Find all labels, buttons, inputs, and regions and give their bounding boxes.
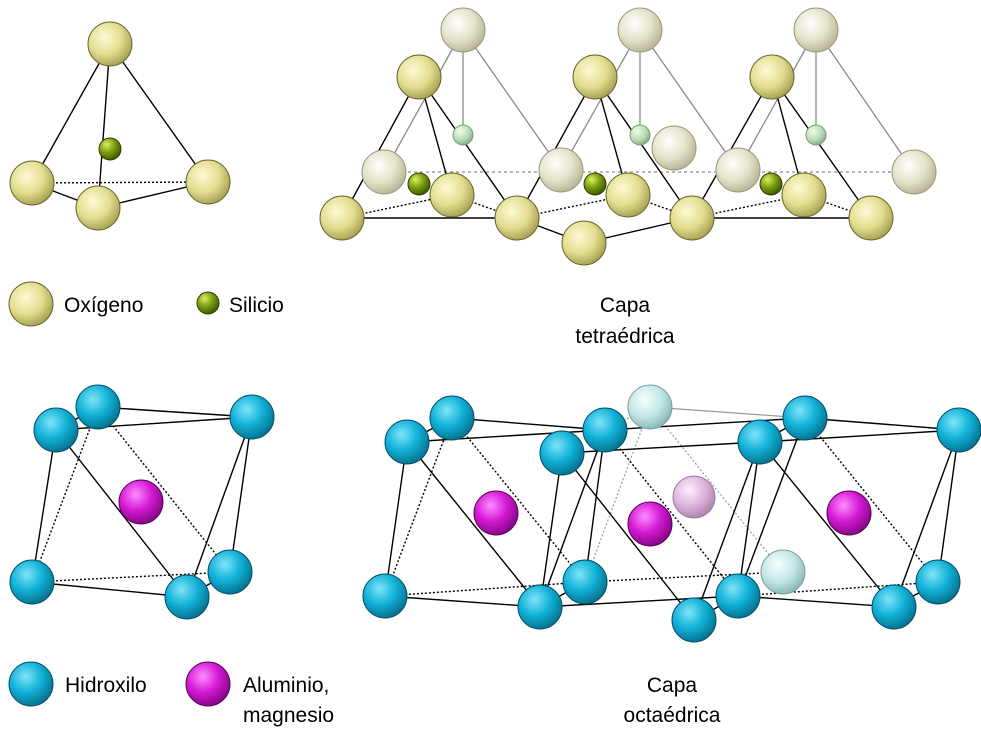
- hydroxyl-atom: [229, 394, 275, 440]
- oxygen-legend-icon: [8, 281, 54, 327]
- oxygen-atom: [319, 195, 365, 241]
- tetrahedral-caption-line1: Capa: [600, 294, 651, 317]
- oxygen-atom: [396, 54, 442, 100]
- octahedral-caption-line2: octaédrica: [624, 704, 721, 727]
- hydroxyl-atom: [9, 559, 55, 605]
- hydroxyl-atom: [871, 584, 917, 630]
- metal-atom: [118, 479, 164, 525]
- oxygen-atom: [87, 21, 133, 67]
- hydroxyl-atom: [429, 395, 475, 441]
- hydroxyl-atom: [384, 419, 430, 465]
- tetrahedral-legend: Oxígeno Silicio: [8, 281, 284, 327]
- hydroxyl-atom: [207, 549, 253, 595]
- single-tetrahedron: [31, 43, 209, 209]
- silicon-atom: [98, 137, 122, 161]
- hydroxyl-atom: [936, 407, 981, 453]
- oxygen-atom: [572, 54, 618, 100]
- hydroxyl-atom: [362, 573, 408, 619]
- oxygen-atom: [749, 54, 795, 100]
- octahedral-caption: Capa octaédrica: [624, 674, 721, 727]
- silicon-atom-back: [805, 124, 827, 146]
- oxygen-atom-back: [361, 149, 407, 195]
- silicon-atom: [583, 172, 607, 196]
- hydroxyl-atom: [782, 395, 828, 441]
- oxygen-atom-back: [617, 7, 663, 53]
- silicon-legend-label: Silicio: [229, 294, 284, 317]
- oxygen-atom: [561, 220, 607, 266]
- hydroxyl-atom: [582, 407, 628, 453]
- metal-atom: [627, 501, 673, 547]
- oxygen-atom-back: [793, 7, 839, 53]
- octahedral-legend: Hidroxilo Aluminio, magnesio: [8, 661, 334, 727]
- hydroxyl-legend-label: Hidroxilo: [65, 674, 147, 697]
- oxygen-atom: [429, 172, 475, 218]
- oxygen-atom-back: [891, 149, 937, 195]
- single-octahedron-atoms: [9, 384, 275, 620]
- single-tetrahedron-atoms: [9, 21, 231, 231]
- oxygen-atom-back: [538, 147, 584, 193]
- hydroxyl-atom: [737, 419, 783, 465]
- oxygen-atom: [848, 195, 894, 241]
- hydroxyl-legend-icon: [8, 661, 54, 707]
- hydroxyl-atom: [562, 559, 608, 605]
- silicon-atom: [407, 172, 431, 196]
- silicon-atom-back: [629, 124, 651, 146]
- metal-atom: [473, 490, 519, 536]
- octahedral-sheet-atoms: [362, 384, 981, 643]
- metal-legend-label-line2: magnesio: [243, 704, 334, 727]
- hydroxyl-atom: [539, 430, 585, 476]
- silicon-atom-back: [452, 124, 474, 146]
- tetrahedral-sheet-atoms: [319, 7, 937, 266]
- hydroxyl-atom: [671, 597, 717, 643]
- oxygen-atom-back: [651, 125, 697, 171]
- hydroxyl-atom: [164, 574, 210, 620]
- hydroxyl-atom-back: [760, 549, 806, 595]
- tetrahedral-caption: Capa tetraédrica: [575, 294, 675, 348]
- hydroxyl-atom: [915, 559, 961, 605]
- oxygen-atom: [494, 195, 540, 241]
- oxygen-atom: [9, 160, 55, 206]
- metal-atom-back: [672, 475, 716, 519]
- hydroxyl-atom: [33, 407, 79, 453]
- oxygen-atom: [781, 172, 827, 218]
- metal-legend-icon: [185, 661, 231, 707]
- metal-legend-label-line1: Aluminio,: [243, 674, 329, 697]
- oxygen-atom-back: [440, 7, 486, 53]
- silicon-legend-icon: [196, 291, 220, 315]
- octahedral-caption-line1: Capa: [647, 674, 698, 697]
- tetrahedral-sheet-front-bonds: [341, 76, 872, 244]
- octahedral-sheet-front-bonds: [384, 417, 960, 621]
- hydroxyl-atom: [517, 584, 563, 630]
- tetrahedral-caption-line2: tetraédrica: [575, 325, 675, 348]
- oxygen-atom: [669, 195, 715, 241]
- oxygen-legend-label: Oxígeno: [64, 294, 143, 317]
- oxygen-atom: [185, 159, 231, 205]
- silicon-atom: [759, 172, 783, 196]
- single-octahedron: [31, 406, 253, 598]
- oxygen-atom: [605, 172, 651, 218]
- hydroxyl-atom-back: [627, 384, 673, 430]
- oxygen-atom: [75, 185, 121, 231]
- hydroxyl-atom: [75, 384, 121, 430]
- hydroxyl-atom: [715, 573, 761, 619]
- metal-atom: [826, 490, 872, 536]
- oxygen-atom-back: [715, 147, 761, 193]
